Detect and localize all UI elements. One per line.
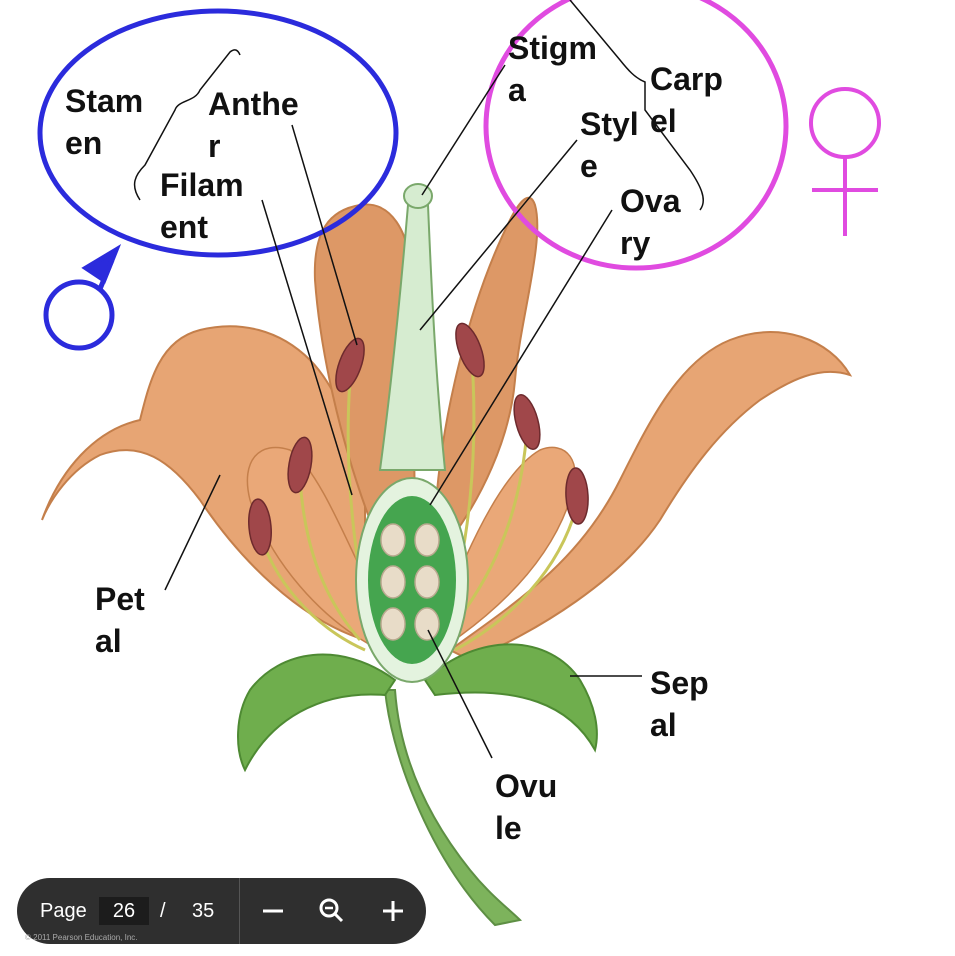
style: [378, 204, 447, 471]
label-style: Styl e: [580, 106, 639, 184]
ovule-2: [414, 523, 440, 557]
filament-3: [260, 539, 366, 652]
anther-pointer: [291, 124, 358, 346]
total-pages: 35: [192, 900, 215, 922]
ovule-1: [380, 523, 406, 557]
stigma: [403, 183, 433, 209]
anther-1: [335, 337, 365, 393]
label-stamen: Stam en: [65, 83, 144, 161]
page-separator: /: [160, 900, 166, 922]
anther-4: [455, 322, 485, 378]
magnifier-icon: [319, 898, 344, 923]
anther-6: [565, 467, 589, 525]
stigma-pointer: [421, 64, 506, 196]
anther-5: [513, 394, 541, 450]
anther-3: [248, 498, 272, 556]
filament-2: [298, 479, 362, 641]
plus-icon: [383, 901, 403, 921]
ovary-pointer: [429, 209, 613, 506]
label-sepal: Sep al: [650, 665, 709, 743]
petal-right: [448, 331, 853, 662]
label-ovary: Ova ry: [620, 183, 681, 261]
minus-icon: [263, 909, 283, 913]
ovule-6: [414, 607, 440, 641]
female-symbol-icon: [809, 87, 881, 236]
filament-pointer: [261, 199, 353, 496]
page-label: Page: [40, 900, 87, 922]
stem: [383, 689, 523, 927]
page-toolbar: Page 26 / 35: [17, 878, 426, 944]
carpel-circle: [483, 0, 789, 271]
label-anther: Anthe r: [208, 86, 299, 164]
label-petal: Pet al: [95, 581, 145, 659]
ovule-pointer: [427, 629, 493, 759]
label-stigma: Stigm a: [508, 30, 597, 108]
ovule-3: [380, 565, 406, 599]
sepal-right: [423, 643, 598, 753]
sepal-left: [237, 653, 397, 773]
zoom-reset-button[interactable]: [314, 893, 350, 929]
male-symbol-icon: [43, 244, 122, 351]
copyright-notice: © 2011 Pearson Education, Inc.: [25, 933, 138, 942]
ovule-5: [380, 607, 406, 641]
toolbar-divider: [239, 878, 240, 944]
stamen-circle: [37, 8, 399, 258]
zoom-in-button[interactable]: [375, 893, 411, 929]
label-ovule: Ovu le: [495, 768, 558, 846]
zoom-out-button[interactable]: [255, 893, 291, 929]
label-carpel: Carp el: [650, 61, 723, 139]
stamen-brace: [133, 49, 241, 201]
style-pointer: [419, 139, 578, 331]
petal-pointer: [164, 474, 221, 591]
anther-2: [287, 436, 313, 494]
filament-6: [454, 504, 579, 652]
page-number-input[interactable]: 26: [99, 897, 149, 925]
label-filament: Filam ent: [160, 167, 244, 245]
ovule-4: [414, 565, 440, 599]
carpel-brace: [569, 0, 704, 211]
petal-front-left: [246, 446, 386, 652]
